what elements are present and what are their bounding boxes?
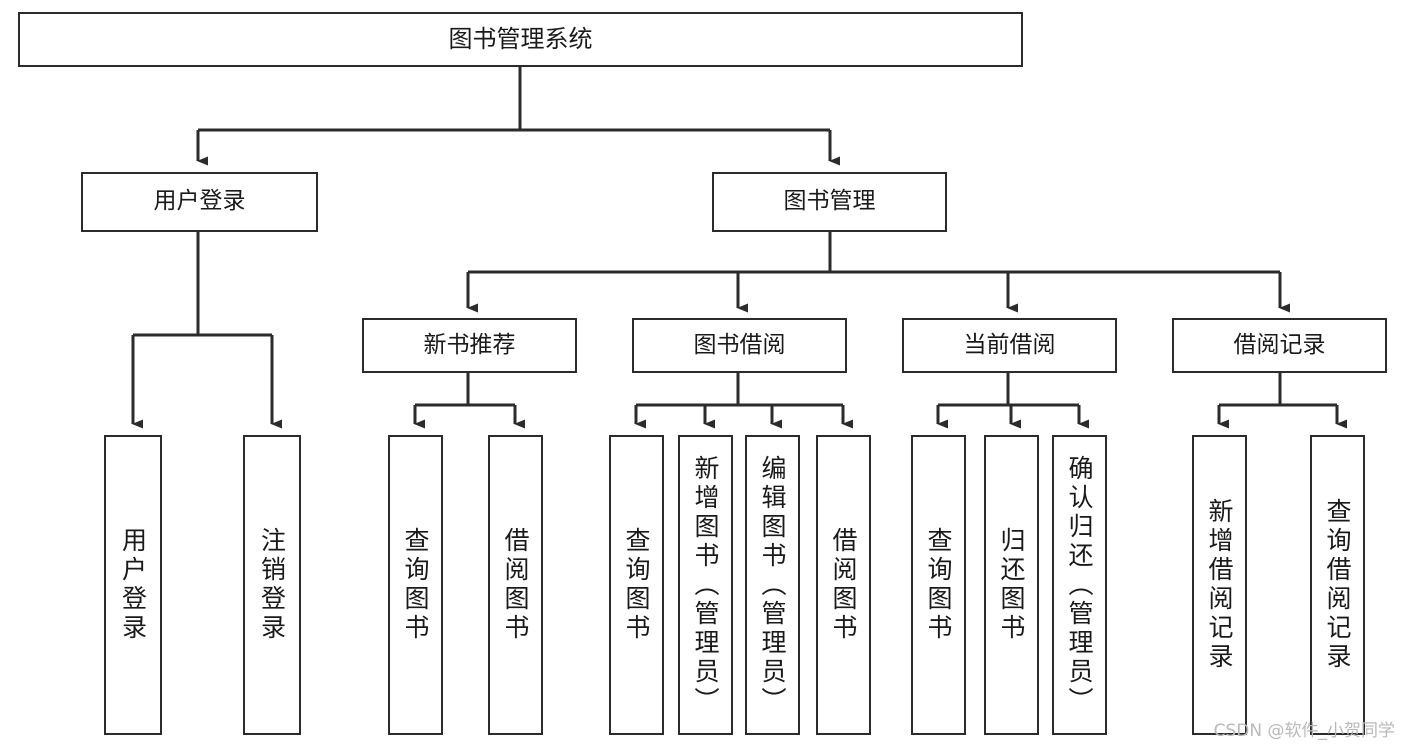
node-leaf-query-borrow-record[interactable]: 查询借阅记录 [1310,435,1365,735]
node-leaf-confirm-return-admin[interactable]: 确认归还（管理员） [1052,435,1107,735]
node-label: 借阅图书 [829,527,858,643]
node-leaf-query-book-borrow[interactable]: 查询图书 [609,435,664,735]
node-label: 编辑图书（管理员） [758,454,787,716]
node-label: 查询图书 [924,527,953,643]
node-leaf-add-borrow-record[interactable]: 新增借阅记录 [1192,435,1247,735]
node-label: 新增图书（管理员） [691,454,720,716]
node-book-borrow[interactable]: 图书借阅 [632,318,847,373]
node-label: 确认归还（管理员） [1065,454,1094,716]
node-leaf-borrow-book[interactable]: 借阅图书 [816,435,871,735]
node-root-book-management-system[interactable]: 图书管理系统 [18,12,1023,67]
node-label: 图书借阅 [693,331,786,358]
node-new-book-recommend[interactable]: 新书推荐 [362,318,577,373]
node-label: 查询借阅记录 [1323,498,1352,672]
node-label: 查询图书 [622,527,651,643]
node-label: 图书管理 [783,188,876,215]
node-leaf-user-logout[interactable]: 注销登录 [243,435,301,735]
node-label: 归还图书 [997,527,1026,643]
node-leaf-query-book-recommend[interactable]: 查询图书 [388,435,443,735]
node-leaf-add-book-admin[interactable]: 新增图书（管理员） [678,435,733,735]
node-label: 查询图书 [401,527,430,643]
node-label: 当前借阅 [963,331,1056,358]
node-leaf-query-book-current[interactable]: 查询图书 [911,435,966,735]
node-label: 注销登录 [257,527,287,643]
node-label: 图书管理系统 [448,25,593,54]
node-label: 借阅图书 [501,527,530,643]
node-label: 新书推荐 [423,331,516,358]
node-leaf-user-login[interactable]: 用户登录 [104,435,162,735]
node-leaf-edit-book-admin[interactable]: 编辑图书（管理员） [745,435,800,735]
node-leaf-borrow-book-recommend[interactable]: 借阅图书 [488,435,543,735]
csdn-watermark: CSDN @软件_小贺同学 [1213,721,1395,741]
node-user-login[interactable]: 用户登录 [81,172,318,232]
node-leaf-return-book[interactable]: 归还图书 [984,435,1039,735]
node-label: 用户登录 [118,527,148,643]
node-borrow-record[interactable]: 借阅记录 [1172,318,1387,373]
node-label: 借阅记录 [1233,331,1326,358]
node-current-borrow[interactable]: 当前借阅 [902,318,1117,373]
node-label: 新增借阅记录 [1205,498,1234,672]
node-book-management[interactable]: 图书管理 [712,172,947,232]
node-label: 用户登录 [153,188,246,215]
